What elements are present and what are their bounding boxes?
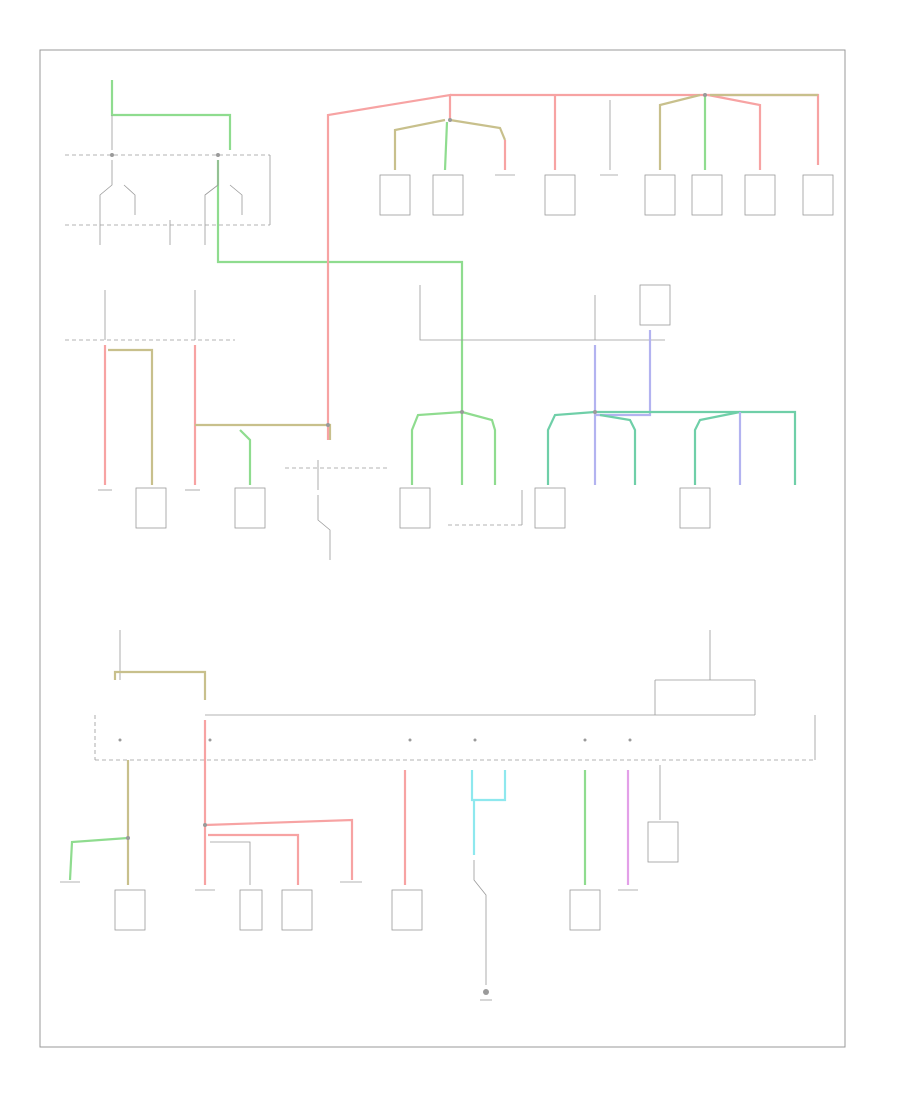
left-fuse-section <box>65 290 332 529</box>
lower-fuse-bus <box>94 630 816 761</box>
component-box <box>432 174 464 216</box>
lower-circuits <box>60 720 679 985</box>
component-box <box>281 889 313 931</box>
middle-distribution <box>399 284 797 529</box>
center-feed <box>285 93 820 560</box>
component-box <box>639 284 671 326</box>
component-box <box>399 487 431 529</box>
component-box <box>391 889 423 931</box>
fuse-icon <box>118 738 632 742</box>
component-box <box>114 889 146 931</box>
component-box <box>534 487 566 529</box>
top-right-modules <box>644 93 834 216</box>
top-center-modules <box>379 95 618 216</box>
component-box <box>379 174 411 216</box>
component-box <box>647 821 679 863</box>
component-box <box>569 889 601 931</box>
component-box <box>544 174 576 216</box>
component-box <box>691 174 723 216</box>
component-box <box>644 174 676 216</box>
component-box <box>135 487 167 529</box>
component-box <box>802 174 834 216</box>
component-box <box>679 487 711 529</box>
component-box <box>744 174 776 216</box>
diagram-frame <box>39 49 846 1048</box>
component-box <box>234 487 266 529</box>
ignition-switch-section <box>65 80 464 412</box>
component-box <box>239 889 263 931</box>
ground-icon <box>480 989 492 1001</box>
